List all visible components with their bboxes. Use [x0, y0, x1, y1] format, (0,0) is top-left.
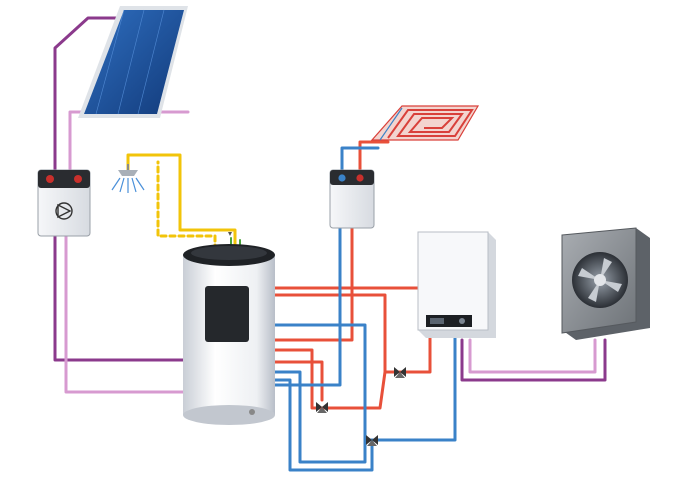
valve-icon: [366, 435, 378, 446]
outdoor-heat-pump: [561, 227, 650, 340]
cold-pipe-tank-return: [268, 323, 457, 442]
floor-flow-pipe: [358, 140, 390, 178]
tank-control-panel: [205, 286, 249, 342]
domestic-cold-water-pipe: [156, 160, 217, 270]
heatpump-flow-pipe: [460, 338, 607, 382]
three-way-valves: [316, 367, 406, 446]
heatpump-return-pipe: [468, 338, 597, 374]
hot-water-storage-tank: [183, 232, 275, 425]
valve-icon: [394, 367, 406, 378]
hot-pipe-tank-lower: [268, 360, 324, 402]
solar-pump-station: [37, 169, 91, 237]
shower-head: [111, 164, 145, 193]
underfloor-heating-coil: [370, 105, 480, 141]
solar-collector-panel: [78, 6, 188, 118]
floor-return-pipe: [340, 146, 380, 178]
domestic-hot-water-pipe: [126, 153, 237, 272]
hot-pipe-to-heating-station: [268, 226, 354, 342]
cold-pipe-bottom-loop: [268, 378, 374, 472]
heating-circuit-pump-station: [329, 169, 375, 229]
pump-icon: [57, 203, 72, 219]
tank-sensor-icon: [228, 232, 232, 236]
valve-icon: [316, 402, 328, 413]
cold-pipe-lower-loop: [268, 370, 367, 464]
hot-pipe-tank-upper: [268, 293, 432, 374]
hot-pipe-valve-loop: [268, 348, 387, 410]
indoor-unit-controller: [417, 231, 496, 338]
cold-pipe-heating-station: [268, 226, 342, 387]
